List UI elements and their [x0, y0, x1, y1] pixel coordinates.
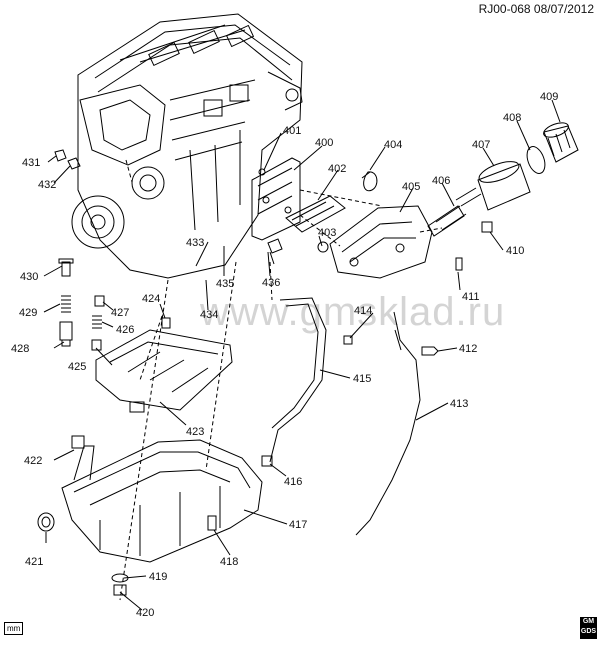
callout-414: 414 — [354, 305, 372, 317]
callout-420: 420 — [136, 607, 154, 619]
callout-415: 415 — [353, 373, 371, 385]
engine-assembly — [71, 13, 303, 279]
callout-435: 435 — [216, 278, 234, 290]
callout-432: 432 — [38, 179, 56, 191]
dipstick-tube — [261, 297, 439, 536]
callout-410: 410 — [506, 245, 524, 257]
callout-426: 426 — [116, 324, 134, 336]
callout-418: 418 — [220, 556, 238, 568]
callout-labels: 401 400 402 403 404 405 406 407 408 409 … — [11, 91, 558, 619]
callout-411: 411 — [462, 291, 480, 303]
oil-filter-assembly — [427, 122, 579, 271]
callout-404: 404 — [384, 139, 402, 151]
logo-line-1: GM — [582, 618, 595, 625]
alignment-lines — [119, 159, 443, 601]
callout-427: 427 — [111, 307, 129, 319]
callout-409: 409 — [540, 91, 558, 103]
baffle-plate — [95, 317, 233, 413]
callout-400: 400 — [315, 137, 333, 149]
unit-box: mm — [4, 622, 24, 635]
callout-434: 434 — [200, 309, 218, 321]
callout-429: 429 — [19, 307, 37, 319]
logo-line-2: GDS — [580, 628, 597, 635]
leader-lines — [43, 99, 561, 611]
callout-407: 407 — [472, 139, 490, 151]
callout-424: 424 — [142, 293, 160, 305]
oil-cooler-assembly — [251, 157, 433, 279]
callout-436: 436 — [262, 277, 280, 289]
callout-408: 408 — [503, 112, 521, 124]
callout-402: 402 — [328, 163, 346, 175]
callout-430: 430 — [20, 271, 38, 283]
reference-date: RJ00-068 08/07/2012 — [478, 2, 594, 16]
callout-433: 433 — [186, 237, 204, 249]
callout-423: 423 — [186, 426, 204, 438]
callout-401: 401 — [283, 125, 301, 137]
callout-421: 421 — [25, 556, 43, 568]
callout-425: 425 — [68, 361, 86, 373]
callout-412: 412 — [459, 343, 477, 355]
left-hardware — [54, 149, 105, 351]
callout-428: 428 — [11, 343, 29, 355]
callout-431: 431 — [22, 157, 40, 169]
watermark: www.gmsklad.ru — [200, 290, 506, 334]
callout-406: 406 — [432, 175, 450, 187]
callout-419: 419 — [149, 571, 167, 583]
callout-413: 413 — [450, 398, 468, 410]
callout-405: 405 — [402, 181, 420, 193]
gm-gds-logo: GM GDS — [580, 617, 597, 639]
callout-403: 403 — [318, 227, 336, 239]
callout-417: 417 — [289, 519, 307, 531]
callout-416: 416 — [284, 476, 302, 488]
oil-pan — [37, 435, 263, 596]
callout-422: 422 — [24, 455, 42, 467]
